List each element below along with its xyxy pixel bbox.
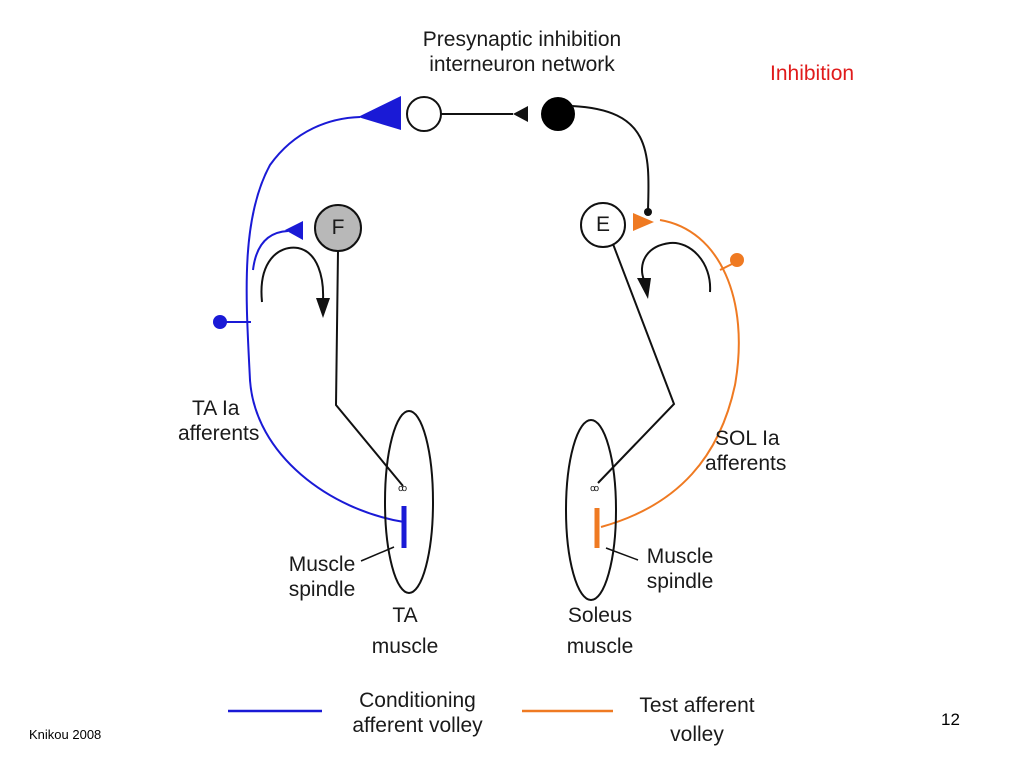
soleus-muscle-label: Soleus muscle xyxy=(545,603,655,659)
white-interneuron xyxy=(406,96,442,132)
right-spindle-line2: spindle xyxy=(646,570,714,593)
inhibitory-axon xyxy=(571,105,650,211)
blue-synapse-small xyxy=(285,221,303,240)
ta-ia-afferent-path xyxy=(245,116,405,523)
interneuron-synapse-arrow xyxy=(513,106,528,122)
right-spindle-line1: Muscle xyxy=(646,545,714,568)
ta-ia-afferents-label: TA Ia afferents xyxy=(178,396,259,446)
soleus-muscle-line1: Soleus xyxy=(567,604,633,627)
right-reflex-arc xyxy=(641,241,712,293)
left-spindle-pointer xyxy=(360,546,395,562)
left-spindle-label: Muscle spindle xyxy=(272,552,372,602)
ta-muscle-label: TA muscle xyxy=(350,603,460,659)
soleus-muscle-line2: muscle xyxy=(566,635,634,658)
ta-muscle-line2: muscle xyxy=(371,635,439,658)
left-spindle-line1: Muscle xyxy=(288,553,356,576)
network-label-line1: Presynaptic inhibition xyxy=(422,28,622,51)
f-motor-axon xyxy=(334,250,404,487)
sol-stimulation-dot xyxy=(730,253,744,267)
ta-ia-line1: TA Ia xyxy=(192,397,240,420)
left-endplate-icon: ꝏ xyxy=(398,483,407,493)
legend-test-text: Test afferent volley xyxy=(612,693,782,747)
e-neuron-circle xyxy=(580,202,626,248)
ta-ia-line2: afferents xyxy=(178,422,260,445)
right-arc-arrowhead xyxy=(637,278,651,299)
network-label-line2: interneuron network xyxy=(429,53,615,76)
right-spindle-label: Muscle spindle xyxy=(630,544,730,594)
e-motor-axon xyxy=(597,243,676,484)
blue-synapse-triangle xyxy=(358,96,401,130)
ta-muscle-ellipse xyxy=(384,410,434,594)
sol-ia-afferent-path xyxy=(600,219,740,528)
neuron-f-label: F xyxy=(331,216,345,239)
ta-branch-to-f xyxy=(252,230,289,271)
legend-conditioning-line1: Conditioning xyxy=(359,689,476,712)
ta-muscle-line1: TA xyxy=(392,604,418,627)
axon-terminal xyxy=(644,208,652,216)
right-spindle-pointer xyxy=(605,547,639,561)
legend-conditioning-line2: afferent volley xyxy=(352,714,483,737)
black-interneuron xyxy=(541,97,575,131)
sol-ia-afferents-label: SOL Ia afferents xyxy=(705,426,786,476)
right-endplate-icon: ꝏ xyxy=(590,483,599,493)
legend-conditioning-text: Conditioning afferent volley xyxy=(325,688,510,738)
neuron-e-label: E xyxy=(595,213,610,236)
legend-test-line2: volley xyxy=(670,723,724,746)
citation: Knikou 2008 xyxy=(29,727,102,742)
left-spindle-line2: spindle xyxy=(288,578,356,601)
network-label: Presynaptic inhibition interneuron netwo… xyxy=(378,27,666,77)
sol-ia-line2: afferents xyxy=(705,452,787,475)
ta-stimulation-dot xyxy=(213,315,227,329)
sol-ia-line1: SOL Ia xyxy=(715,427,780,450)
inhibition-label: Inhibition xyxy=(770,62,855,85)
left-arc-arrowhead xyxy=(316,298,330,318)
page-number: 12 xyxy=(941,710,960,729)
soleus-muscle-ellipse xyxy=(565,419,617,601)
legend-test-line1: Test afferent xyxy=(639,694,755,717)
orange-synapse-triangle xyxy=(633,213,654,231)
left-reflex-arc xyxy=(260,246,325,303)
